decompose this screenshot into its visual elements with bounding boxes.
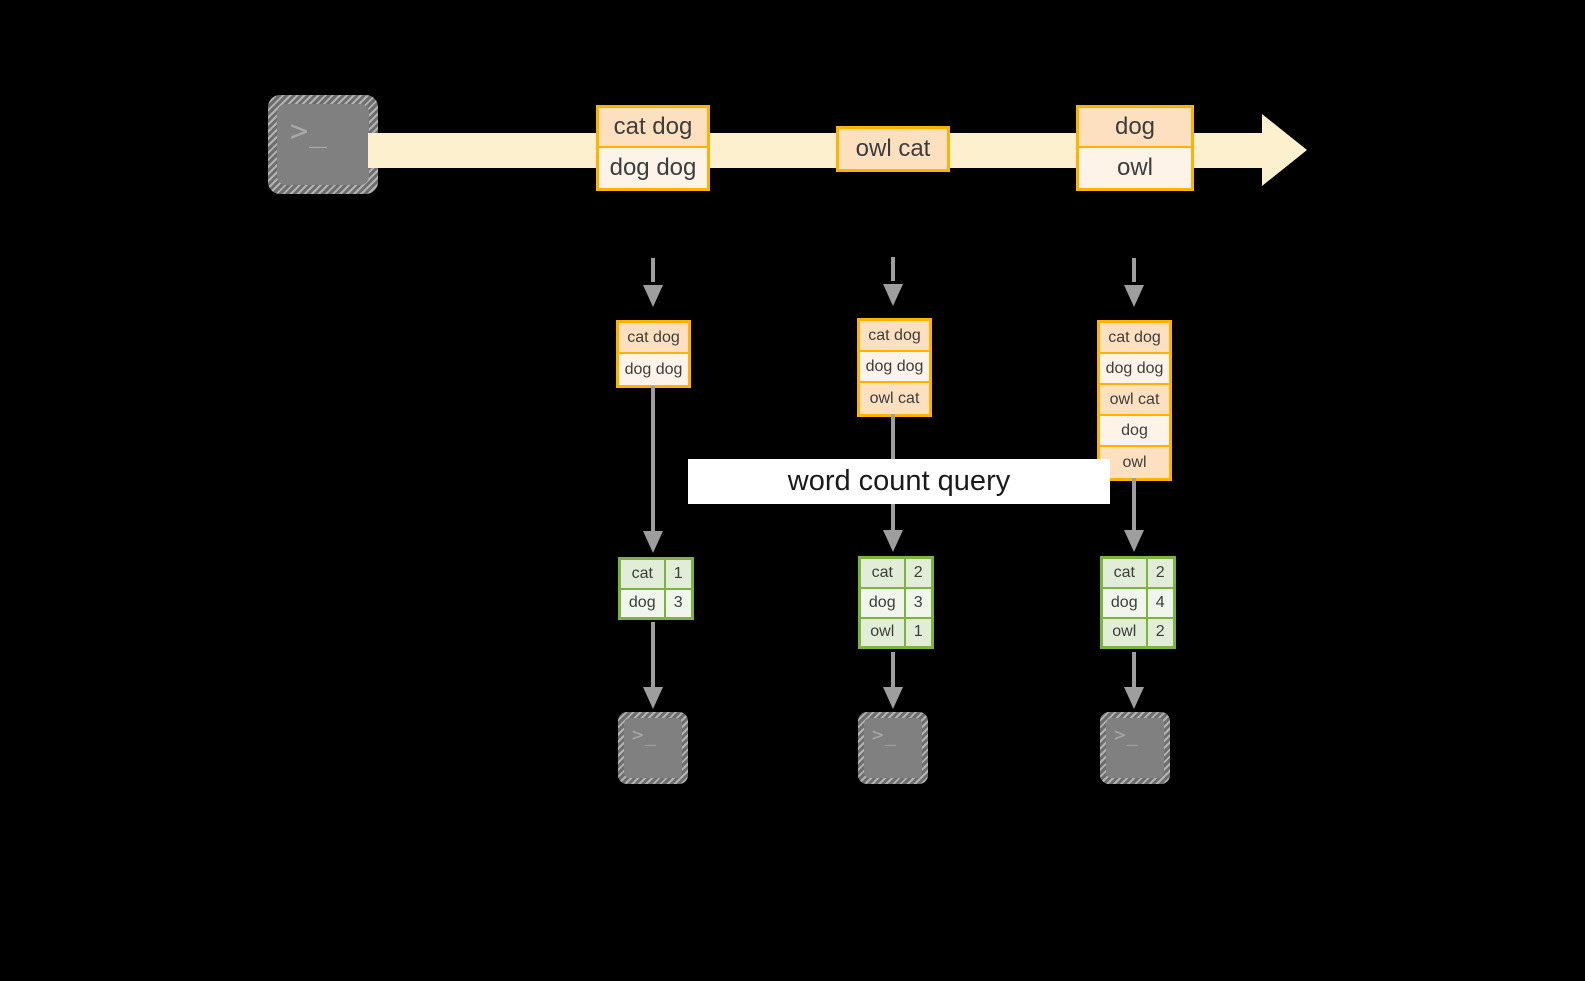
result-count: 1	[904, 617, 933, 648]
table-row: dog 3	[859, 587, 933, 619]
table-row: dog dog	[1100, 354, 1169, 385]
snapshot-1-trigger-dash	[651, 258, 655, 282]
stream-event-1: cat dog dog dog	[596, 105, 710, 191]
snapshot-1-sink-line	[651, 622, 655, 687]
snapshot-1-query-arrowhead	[643, 531, 663, 553]
table-row: owl 1	[859, 617, 933, 648]
result-count: 2	[1146, 617, 1175, 648]
stream-event-3: dog owl	[1076, 105, 1194, 191]
result-count: 1	[664, 558, 693, 590]
snapshot-3-sink-terminal-icon: >_	[1100, 712, 1170, 784]
snapshot-3-trigger-dash	[1132, 258, 1136, 282]
stream-event-row: dog	[1079, 108, 1191, 148]
snapshot-2-sink-arrowhead	[883, 687, 903, 709]
snapshot-2-sink-line	[891, 652, 895, 687]
result-count: 3	[664, 588, 693, 619]
snapshot-1-result-table: cat 1 dog 3	[618, 557, 694, 620]
result-count: 3	[904, 587, 933, 619]
stream-event-2: owl cat	[836, 126, 950, 172]
terminal-screen: >_	[1106, 718, 1164, 778]
terminal-prompt-glyphs: >_	[290, 114, 329, 149]
stream-event-row: owl	[1079, 148, 1191, 188]
result-count: 4	[1146, 587, 1175, 619]
stream-event-row: owl cat	[839, 129, 947, 169]
snapshot-2-trigger-arrowhead	[883, 284, 903, 306]
table-row: owl 2	[1101, 617, 1175, 648]
result-word: cat	[859, 557, 906, 589]
source-terminal-icon: >_	[268, 95, 378, 194]
terminal-prompt-glyphs: >_	[1114, 724, 1139, 746]
result-word: owl	[859, 617, 906, 648]
snapshot-3-query-line	[1132, 478, 1136, 530]
snapshot-2-result-table: cat 2 dog 3 owl 1	[858, 556, 934, 649]
table-row: owl cat	[1100, 385, 1169, 416]
event-stream-arrow-head	[1262, 114, 1307, 186]
result-word: dog	[1101, 587, 1148, 619]
stream-event-row: dog dog	[599, 148, 707, 188]
snapshot-3-sink-line	[1132, 652, 1136, 687]
table-row: dog dog	[860, 352, 929, 383]
snapshot-1-sink-arrowhead	[643, 687, 663, 709]
table-row: cat dog	[619, 323, 688, 354]
snapshot-3-result-table: cat 2 dog 4 owl 2	[1100, 556, 1176, 649]
snapshot-1-query-line	[651, 386, 655, 531]
table-row: cat dog	[1100, 323, 1169, 354]
result-count: 2	[1146, 557, 1175, 589]
query-label: word count query	[688, 459, 1110, 504]
result-word: dog	[859, 587, 906, 619]
terminal-screen: >_	[864, 718, 922, 778]
table-row: cat 1	[619, 558, 693, 590]
snapshot-2-sink-terminal-icon: >_	[858, 712, 928, 784]
snapshot-3-input-table: cat dog dog dog owl cat dog owl	[1097, 320, 1172, 481]
terminal-screen: >_	[624, 718, 682, 778]
result-word: cat	[1101, 557, 1148, 589]
result-count: 2	[904, 557, 933, 589]
snapshot-3-sink-arrowhead	[1124, 687, 1144, 709]
table-row: cat 2	[1101, 557, 1175, 589]
table-row: dog dog	[619, 354, 688, 385]
table-row: dog 4	[1101, 587, 1175, 619]
table-row: dog 3	[619, 588, 693, 619]
table-row: dog	[1100, 416, 1169, 447]
snapshot-3-trigger-arrowhead	[1124, 285, 1144, 307]
terminal-prompt-glyphs: >_	[632, 724, 657, 746]
result-word: owl	[1101, 617, 1148, 648]
terminal-prompt-glyphs: >_	[872, 724, 897, 746]
terminal-screen: >_	[277, 104, 369, 185]
result-word: cat	[619, 558, 666, 590]
snapshot-3-query-arrowhead	[1124, 530, 1144, 552]
result-word: dog	[619, 588, 666, 619]
table-row: cat 2	[859, 557, 933, 589]
snapshot-2-trigger-dash	[891, 257, 895, 281]
stream-event-row: cat dog	[599, 108, 707, 148]
snapshot-2-query-arrowhead	[883, 530, 903, 552]
snapshot-1-trigger-arrowhead	[643, 285, 663, 307]
table-row: owl	[1100, 447, 1169, 478]
snapshot-1-sink-terminal-icon: >_	[618, 712, 688, 784]
snapshot-1-input-table: cat dog dog dog	[616, 320, 691, 388]
table-row: cat dog	[860, 321, 929, 352]
table-row: owl cat	[860, 383, 929, 414]
snapshot-2-input-table: cat dog dog dog owl cat	[857, 318, 932, 417]
